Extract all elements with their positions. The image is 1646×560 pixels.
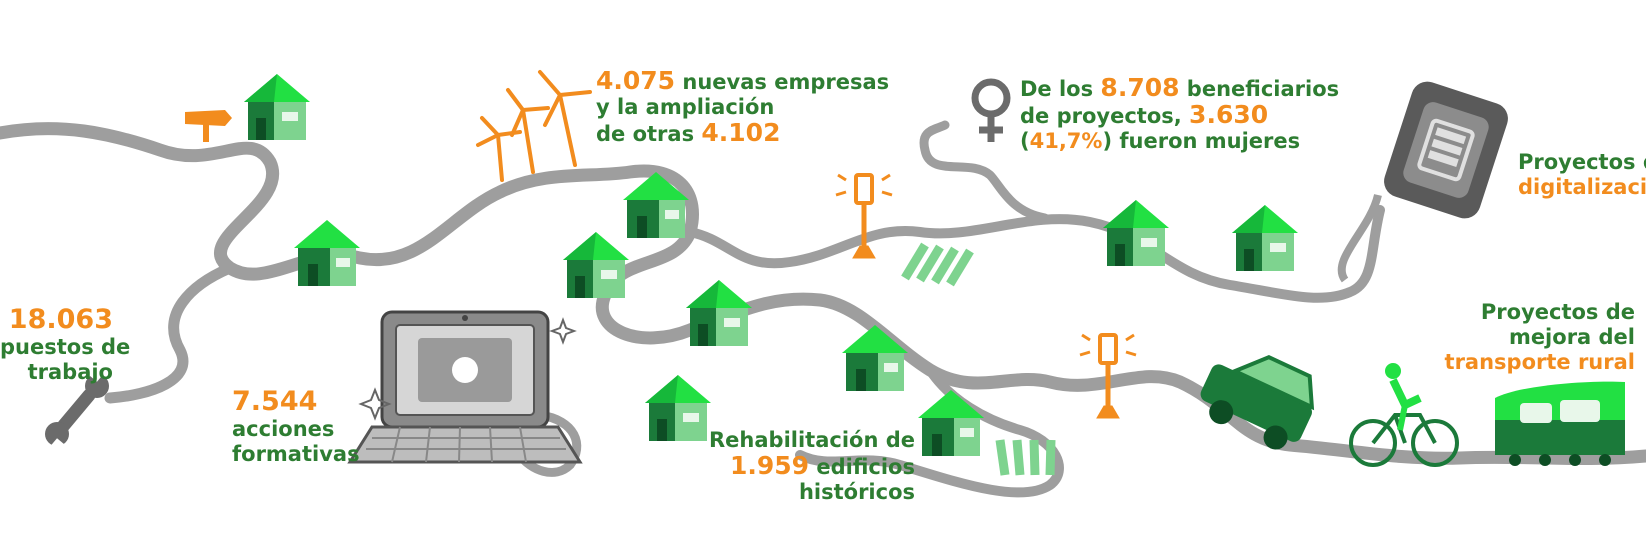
stat-women: De los 8.708 beneficiarios de proyectos,…: [1020, 75, 1339, 154]
stat-buildings-line1: Rehabilitación de: [709, 428, 915, 452]
house-icon: [294, 220, 360, 286]
road-laptop-loop: [515, 410, 582, 477]
crosswalk-icon: [995, 439, 1056, 476]
stat-companies: 4.075 nuevas empresas y la ampliación de…: [596, 68, 889, 147]
stat-women-line1b: beneficiarios: [1179, 77, 1340, 101]
road-left-branch: [104, 262, 236, 404]
stat-women-number2: 3.630: [1189, 100, 1269, 129]
road-mid-branch: [685, 205, 1385, 303]
house-icon: [842, 325, 908, 391]
stat-women-line2a: de proyectos,: [1020, 104, 1190, 128]
stat-buildings: Rehabilitación de 1.959 edificios histór…: [690, 428, 915, 505]
train-icon: [1495, 381, 1625, 466]
house-icon: [563, 232, 629, 298]
stat-digital: Proyectos de digitalización: [1518, 150, 1646, 200]
stat-women-pct: 41,7%: [1029, 129, 1103, 153]
stat-jobs: 18.063 puestos de trabajo: [0, 304, 131, 385]
stat-transport-line2: mejora del: [1508, 325, 1635, 349]
house-icon: [686, 280, 752, 346]
street-lamp-icon: [1079, 333, 1137, 419]
stat-companies-number: 4.075: [596, 66, 676, 95]
stat-jobs-line2: trabajo: [27, 360, 113, 384]
laptop-icon: [347, 310, 583, 464]
stat-buildings-line2: edificios: [809, 455, 915, 479]
stat-transport: Proyectos de mejora del transporte rural: [1410, 300, 1635, 375]
stat-jobs-line1: puestos de: [0, 335, 131, 359]
stat-companies-line1: nuevas empresas: [675, 70, 890, 94]
stat-women-line3b: ) fueron mujeres: [1102, 129, 1301, 153]
stat-women-number: 8.708: [1100, 73, 1180, 102]
wrench-icon: [45, 366, 109, 454]
female-symbol-icon: [971, 78, 1011, 142]
stat-transport-line1: Proyectos de: [1480, 300, 1635, 324]
stat-companies-line3: de otras: [596, 122, 702, 146]
stat-training: 7.544 acciones formativas: [232, 387, 360, 467]
stat-digital-line2: digitalización: [1518, 175, 1646, 199]
cyclist-icon: [1349, 363, 1459, 467]
house-icon: [244, 74, 310, 140]
stat-buildings-number: 1.959: [729, 451, 810, 480]
road-lower-branch: [795, 365, 1064, 498]
stat-jobs-number: 18.063: [8, 304, 113, 335]
stat-companies-line2: y la ampliación: [596, 95, 775, 119]
stat-buildings-line3: históricos: [798, 480, 915, 504]
house-icon: [1232, 205, 1298, 271]
stat-women-line3a: (: [1020, 129, 1030, 153]
stat-training-number: 7.544: [232, 386, 318, 417]
street-lamp-icon: [835, 173, 893, 259]
crosswalk-icon: [901, 242, 974, 287]
car-icon: [1200, 355, 1315, 450]
stat-transport-line3: transporte rural: [1444, 350, 1635, 374]
house-icon: [1103, 200, 1169, 266]
stat-digital-line1: Proyectos de: [1518, 150, 1646, 174]
stat-women-line1a: De los: [1020, 77, 1101, 101]
house-icon: [918, 390, 984, 456]
road-top-loop: [919, 120, 1050, 223]
stat-training-line1: acciones: [232, 417, 335, 441]
stat-companies-number2: 4.102: [701, 118, 781, 147]
signpost-icon: [185, 110, 232, 142]
wind-turbines-icon: [476, 70, 592, 182]
stat-training-line2: formativas: [232, 442, 360, 466]
battery-device-icon: [1337, 81, 1508, 283]
